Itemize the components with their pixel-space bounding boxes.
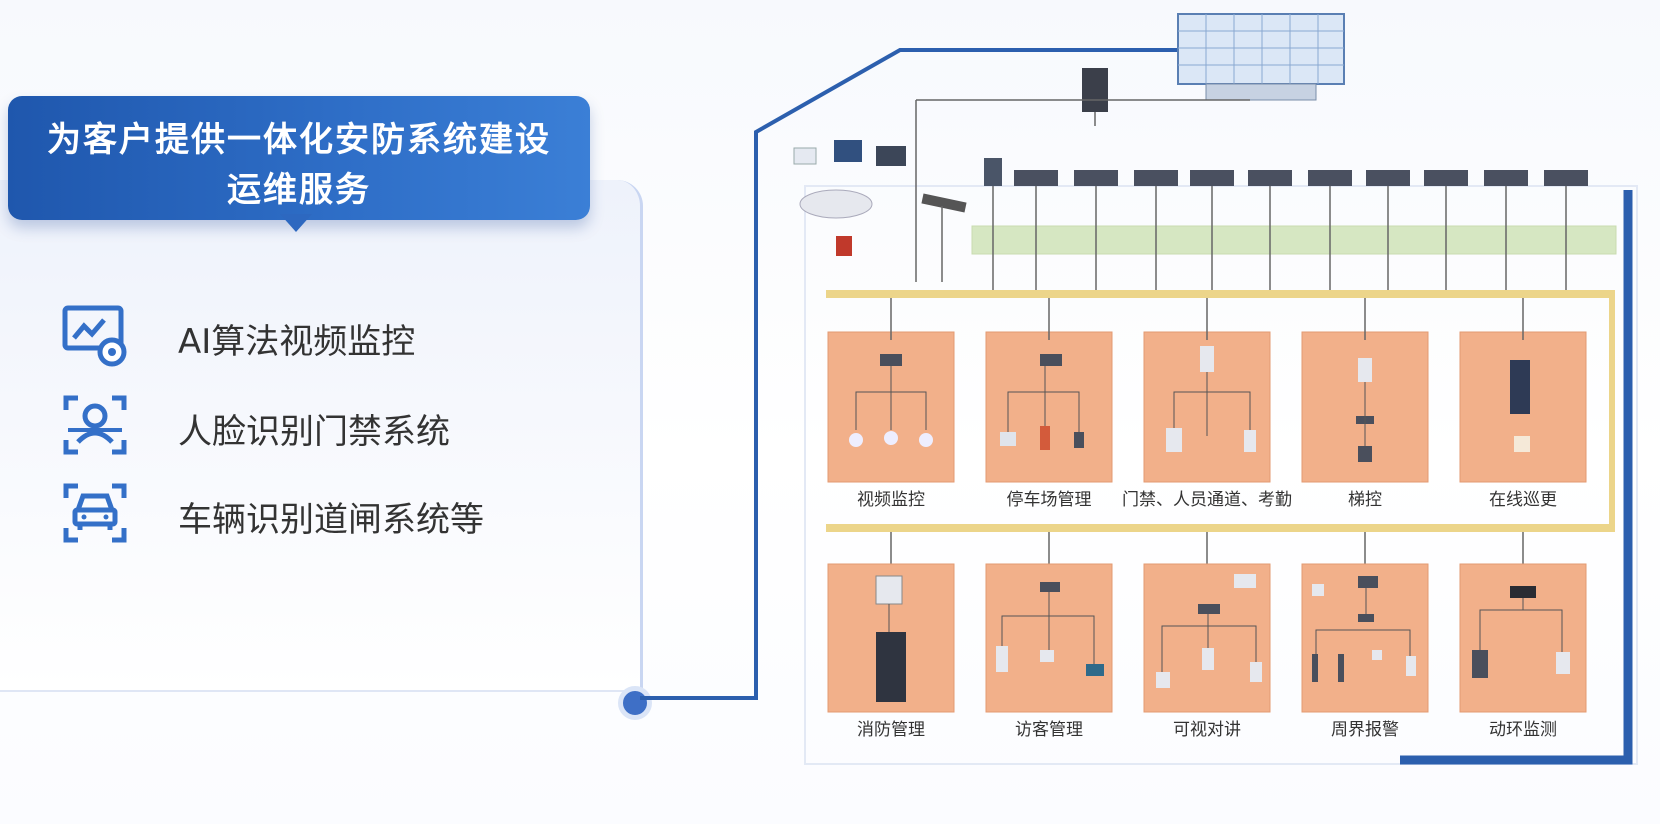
laptop-device bbox=[876, 146, 906, 166]
firewall-device bbox=[836, 236, 852, 256]
subsystem-title-fire: 消防管理 bbox=[857, 720, 925, 740]
subsystem-title-video: 视频监控 bbox=[857, 490, 925, 510]
server-drops bbox=[992, 186, 1567, 290]
subsystem-title-intercom: 可视对讲 bbox=[1173, 720, 1241, 740]
car-scan-icon bbox=[63, 483, 127, 543]
headline-banner: 为客户提供一体化安防系统建设 运维服务 bbox=[8, 96, 590, 220]
card-baseline bbox=[0, 690, 630, 692]
connector-node bbox=[618, 686, 652, 720]
internet-cloud bbox=[799, 189, 873, 219]
subsystem-title-environment: 动环监测 bbox=[1489, 720, 1557, 740]
subsystem-title-perimeter: 周界报警 bbox=[1331, 720, 1399, 740]
server-bus bbox=[971, 225, 1617, 255]
feature-label: AI算法视频监控 bbox=[178, 322, 416, 362]
video-wall bbox=[1177, 13, 1345, 101]
server-row bbox=[984, 158, 1588, 186]
face-scan-icon bbox=[63, 395, 127, 455]
main-bus-1 bbox=[826, 290, 1612, 298]
tablet-device bbox=[834, 140, 862, 162]
feature-ai-video: AI算法视频监控 bbox=[60, 300, 580, 370]
headline-line-2: 运维服务 bbox=[227, 170, 371, 210]
feature-vehicle-gate: 车辆识别道闸系统等 bbox=[60, 478, 580, 548]
connector-path bbox=[640, 48, 1200, 700]
bottom-subsystem-panels bbox=[827, 563, 1587, 713]
feature-label: 车辆识别道闸系统等 bbox=[178, 500, 484, 540]
subsystem-title-access: 门禁、人员通道、考勤 bbox=[1122, 490, 1292, 510]
network-switch bbox=[921, 193, 967, 213]
main-bus-2 bbox=[826, 524, 1612, 532]
subsystem-title-elevator: 梯控 bbox=[1348, 490, 1382, 510]
subsystem-title-parking: 停车场管理 bbox=[1007, 490, 1092, 510]
diagram-frame-edge bbox=[1400, 190, 1633, 765]
feature-face-access: 人脸识别门禁系统 bbox=[60, 390, 580, 460]
headline-line-1: 为客户提供一体化安防系统建设 bbox=[47, 120, 551, 160]
phone-device bbox=[793, 147, 817, 165]
banner-pointer bbox=[280, 214, 312, 232]
subsystem-title-visitor: 访客管理 bbox=[1015, 720, 1083, 740]
feature-label: 人脸识别门禁系统 bbox=[178, 412, 450, 452]
ai-monitor-icon bbox=[62, 305, 127, 367]
decoder-server bbox=[1082, 68, 1108, 112]
subsystem-title-patrol: 在线巡更 bbox=[1489, 490, 1557, 510]
